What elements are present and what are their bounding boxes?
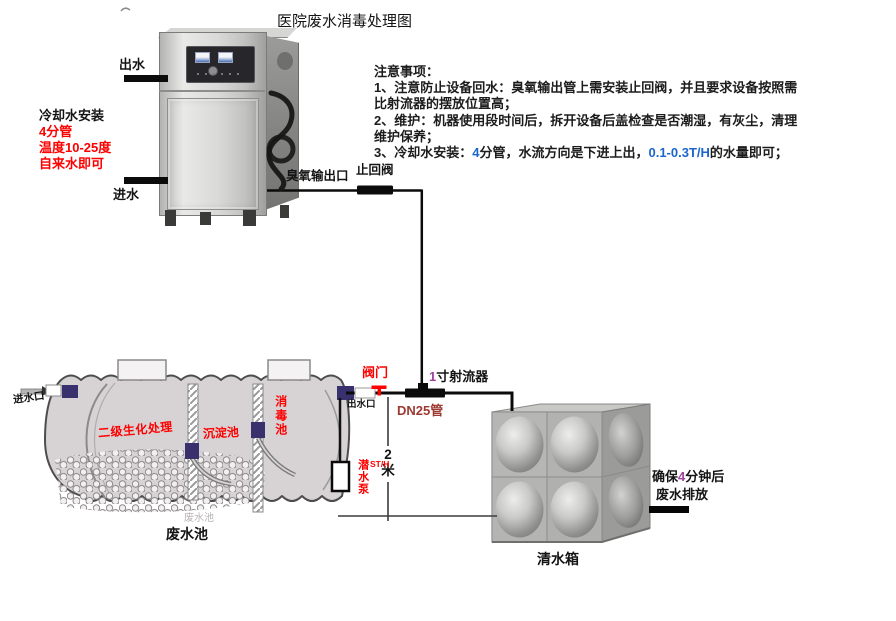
machine-control-panel <box>186 46 255 83</box>
wall-connector <box>251 422 265 438</box>
notes-item3-mid: 分管，水流方向是下进上出， <box>479 145 649 161</box>
check-valve-label: 止回阀 <box>356 163 394 177</box>
indicator-dots <box>197 73 243 75</box>
notes-item3-post: 的水量即可； <box>709 145 788 161</box>
stray-mark <box>120 7 131 12</box>
valve-icon <box>371 385 387 389</box>
notes-item3-rate: 0.1-0.3T/H <box>648 145 710 161</box>
gauge-icon <box>195 52 210 63</box>
zone-sediment-label: 沉淀池 <box>202 425 240 441</box>
dimension-label: 2 米 <box>378 447 398 479</box>
check-valve-body <box>357 185 393 195</box>
clean-tank-drawing <box>491 403 651 543</box>
discharge-note-number: 4 <box>678 469 686 484</box>
notes-item1-line2: 比射流器的摆放位置高； <box>374 96 518 112</box>
machine-leg <box>165 210 176 226</box>
machine-leg <box>243 210 256 226</box>
media-bubbles <box>55 449 265 513</box>
outlet-connector <box>337 386 354 400</box>
clean-tank-name: 清水箱 <box>537 551 579 567</box>
cooling-water-note: 冷却水安装 4分管 温度10-25度 自来水即可 <box>39 108 111 172</box>
ozone-output-label: 臭氧输出口 <box>286 169 349 183</box>
zone-disinfect-label: 消毒池 <box>273 395 288 437</box>
pump-spec-label: ST/H <box>370 459 390 469</box>
notes-item3-pre: 3、冷却水安装： <box>374 145 473 161</box>
machine-leg <box>280 205 289 218</box>
valve-label: 阀门 <box>362 365 389 380</box>
outlet-port-label: 出水口 <box>347 399 376 410</box>
jet-device-number: 1 <box>429 369 437 384</box>
cooling-line-3: 温度10-25度 <box>39 140 112 155</box>
machine-door-panel <box>167 98 259 210</box>
machine-leg <box>200 212 211 225</box>
jet-device-text: 寸射流器 <box>436 369 489 384</box>
manhole <box>267 359 311 381</box>
cooling-line-4: 自来水即可 <box>39 156 105 171</box>
waste-tank-watermark: 废水池 <box>184 513 214 524</box>
discharge-note-pre: 确保 <box>652 469 679 484</box>
waste-tank-name: 废水池 <box>166 526 208 542</box>
jet-device-label: 1寸射流器 <box>429 369 489 385</box>
jet-device-body <box>405 388 445 398</box>
notes-item3-num: 4 <box>472 145 480 161</box>
manhole <box>117 359 167 381</box>
cooling-line-2: 4分管 <box>39 124 73 139</box>
notes-item2-line2: 维护保养； <box>374 128 440 144</box>
discharge-note-post: 分钟后 <box>685 469 725 484</box>
notes-item2-line1: 2、维护：机器使用段时间后，拆开设备后盖检查是否潮湿，有灰尘，清理 <box>374 112 798 128</box>
vent-hole-icon <box>277 52 293 70</box>
valve-icon <box>377 388 381 396</box>
notes-block: 注意事项： 1、注意防止设备回水：臭氧输出管上需安装止回阀，并且要求设备按照需 … <box>374 64 797 161</box>
gauge-icon <box>218 52 233 63</box>
submersible-pump <box>330 460 351 493</box>
wall-connector <box>185 443 199 459</box>
discharge-note-line1: 确保4分钟后 <box>652 469 725 485</box>
notes-heading: 注意事项： <box>374 64 440 79</box>
divider-wall <box>187 383 199 501</box>
dimension-unit: 米 <box>381 463 395 478</box>
in-water-label: 进水 <box>113 187 140 202</box>
discharge-note-line2: 废水排放 <box>656 487 709 502</box>
out-water-label: 出水 <box>119 57 146 72</box>
cooling-line-1: 冷却水安装 <box>39 108 105 123</box>
dimension-value: 2 <box>384 447 392 462</box>
jet-device-nub <box>418 383 428 390</box>
dn25-pipe-label: DN25管 <box>397 403 444 418</box>
ozone-generator-image <box>148 26 300 232</box>
inlet-fitting <box>45 384 62 397</box>
knob-icon <box>208 66 218 76</box>
pump-label: 潜水泵 <box>356 459 369 495</box>
notes-item1-line1: 1、注意防止设备回水：臭氧输出管上需安装止回阀，并且要求设备按照需 <box>374 80 798 96</box>
notes-item3: 3、冷却水安装：4分管，水流方向是下进上出，0.1-0.3T/H的水量即可； <box>374 145 797 161</box>
machine-upper-section <box>159 32 265 92</box>
inlet-connector <box>62 385 78 398</box>
page-title: 医院废水消毒处理图 <box>277 13 413 30</box>
